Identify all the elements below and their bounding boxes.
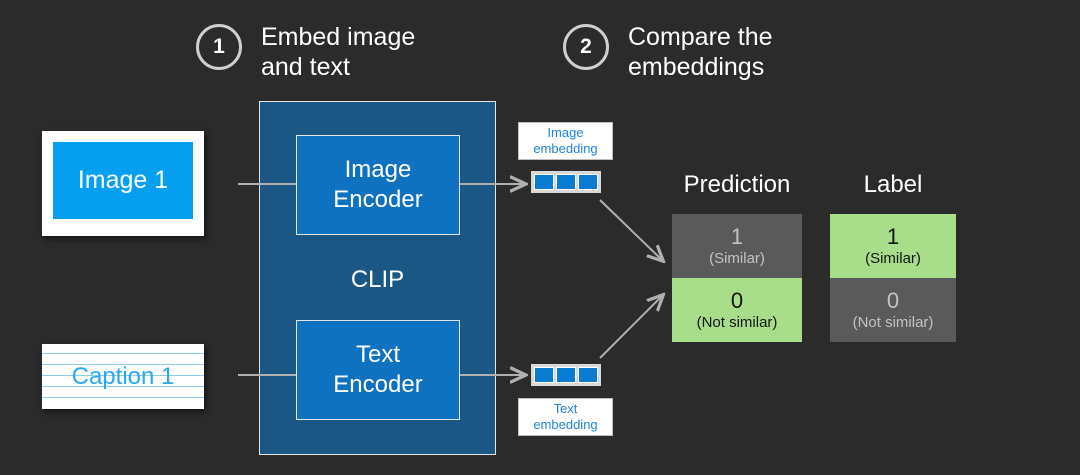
prediction-matrix: 1 (Similar) 0 (Not similar)	[672, 214, 802, 342]
vector-cell	[534, 174, 554, 190]
label-matrix: 1 (Similar) 0 (Not similar)	[830, 214, 956, 342]
paper-rule	[42, 364, 204, 365]
paper-rule	[42, 386, 204, 387]
prediction-row-not-similar: 0 (Not similar)	[672, 278, 802, 342]
step-2-number: 2	[580, 35, 592, 58]
caption-input-label: Caption 1	[71, 362, 175, 390]
vector-cell	[534, 367, 554, 383]
vector-cell	[578, 367, 598, 383]
text-encoder-box: Text Encoder	[296, 320, 460, 420]
paper-rule	[42, 397, 204, 398]
prediction-row-similar: 1 (Similar)	[672, 214, 802, 278]
image-encoder-box: Image Encoder	[296, 135, 460, 235]
prediction-not-similar-value: 0	[730, 287, 744, 313]
image-embedding-vector	[531, 171, 601, 193]
label-row-similar: 1 (Similar)	[830, 214, 956, 278]
label-not-similar-caption: (Not similar)	[852, 313, 934, 331]
step-1-badge: 1	[196, 24, 242, 70]
prediction-similar-caption: (Similar)	[709, 249, 765, 267]
paper-rule	[42, 353, 204, 354]
clip-model-name: CLIP	[350, 266, 405, 293]
step-1-number: 1	[213, 35, 225, 58]
image-embedding-label: Image embedding	[518, 122, 613, 160]
connector-image-embedding-to-prediction	[599, 199, 662, 260]
paper-rule	[42, 375, 204, 376]
label-similar-caption: (Similar)	[865, 249, 921, 267]
prediction-column-title: Prediction	[683, 171, 791, 198]
text-embedding-label: Text embedding	[518, 398, 613, 436]
prediction-similar-value: 1	[730, 223, 744, 249]
caption-input-card: Caption 1	[42, 344, 204, 409]
image-input-label: Image 1	[53, 142, 193, 219]
connector-text-embedding-to-prediction	[599, 296, 662, 359]
label-similar-value: 1	[886, 223, 900, 249]
vector-cell	[556, 367, 576, 383]
vector-cell	[556, 174, 576, 190]
step-2-badge: 2	[563, 24, 609, 70]
step-1-label: Embed image and text	[261, 23, 416, 81]
label-row-not-similar: 0 (Not similar)	[830, 278, 956, 342]
prediction-not-similar-caption: (Not similar)	[696, 313, 778, 331]
vector-cell	[578, 174, 598, 190]
text-embedding-vector	[531, 364, 601, 386]
image-input-thumbnail: Image 1	[42, 131, 204, 236]
label-not-similar-value: 0	[886, 287, 900, 313]
step-2-label: Compare the embeddings	[628, 23, 773, 81]
label-column-title: Label	[863, 171, 923, 198]
